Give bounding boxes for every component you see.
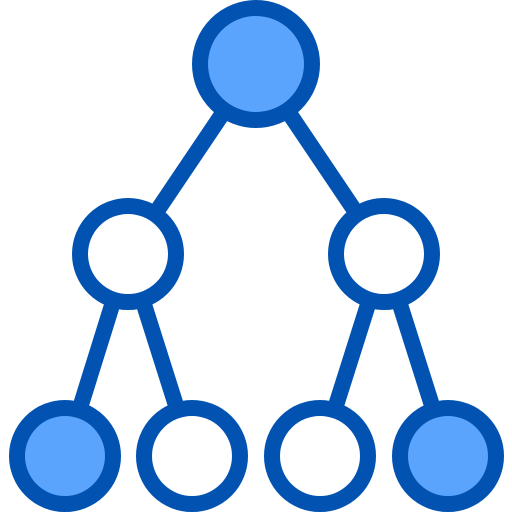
tree-node-level1-1-filled [192,0,320,128]
tree-nodes [9,0,504,512]
tree-node-level3-1-filled [9,400,121,512]
tree-node-level3-3-empty [264,400,376,512]
tree-node-level3-4-filled [392,400,504,512]
tree-node-level2-1-empty [72,198,184,310]
tree-node-level2-2-empty [328,198,440,310]
tree-node-level3-2-empty [136,400,248,512]
